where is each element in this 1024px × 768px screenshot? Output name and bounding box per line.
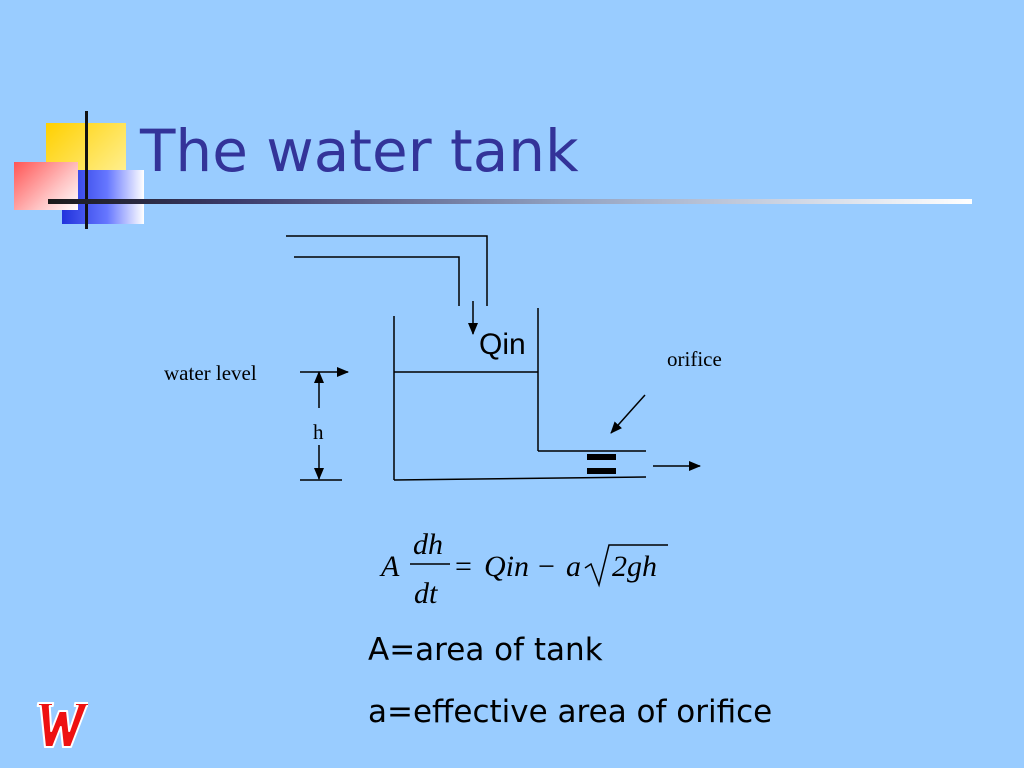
eq-a: a xyxy=(566,550,581,583)
eq-denominator: dt xyxy=(414,577,438,610)
decor-vertical-bar xyxy=(85,111,88,229)
orifice-symbol xyxy=(587,454,616,474)
definition-orifice-area: a=effective area of orifice xyxy=(368,694,773,730)
eq-qin: Qin xyxy=(484,550,529,583)
inflow-pipe xyxy=(286,235,488,306)
eq-numerator: dh xyxy=(413,528,443,561)
eq-minus: − xyxy=(538,550,555,583)
eq-radicand: 2gh xyxy=(612,550,657,583)
orifice-label: orifice xyxy=(667,347,722,371)
title-underline xyxy=(48,199,972,204)
slide-title: The water tank xyxy=(140,117,579,185)
definition-tank-area: A=area of tank xyxy=(368,632,603,668)
inflow-label: Qin xyxy=(479,328,526,361)
wisconsin-w-logo-icon xyxy=(36,702,88,748)
tank-walls xyxy=(393,308,647,481)
height-label: h xyxy=(313,420,324,444)
eq-equals: = xyxy=(455,550,472,583)
water-level-label: water level xyxy=(164,361,257,385)
eq-A: A xyxy=(379,550,400,583)
eq-sqrt-sign xyxy=(584,544,668,588)
tank-equation: A dh dt = Qin − a 2gh xyxy=(379,528,668,610)
orifice-pointer-arrow xyxy=(610,394,646,434)
